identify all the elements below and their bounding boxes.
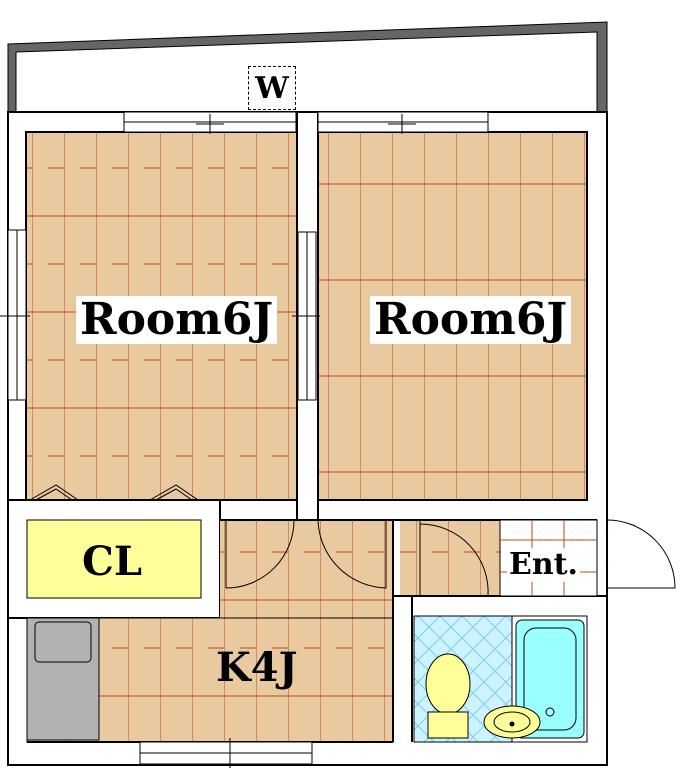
kitchen-label: K4J xyxy=(216,644,298,691)
door-swings xyxy=(225,519,676,597)
window-top xyxy=(123,111,489,134)
balcony xyxy=(7,21,608,113)
kitchen-floor xyxy=(220,520,393,620)
entrance-label: Ent. xyxy=(507,547,580,582)
window-left xyxy=(0,229,30,401)
room-left-label: Room6J xyxy=(76,296,278,344)
room-right-label: Room6J xyxy=(370,296,572,344)
kitchen-counter xyxy=(26,617,100,741)
closet-label: CL xyxy=(82,538,142,585)
hall-floor xyxy=(400,520,500,596)
balcony-label: W xyxy=(248,66,296,110)
sink xyxy=(483,705,541,739)
toilet xyxy=(425,653,471,739)
partition-door xyxy=(292,231,320,401)
window-bottom xyxy=(139,738,313,768)
